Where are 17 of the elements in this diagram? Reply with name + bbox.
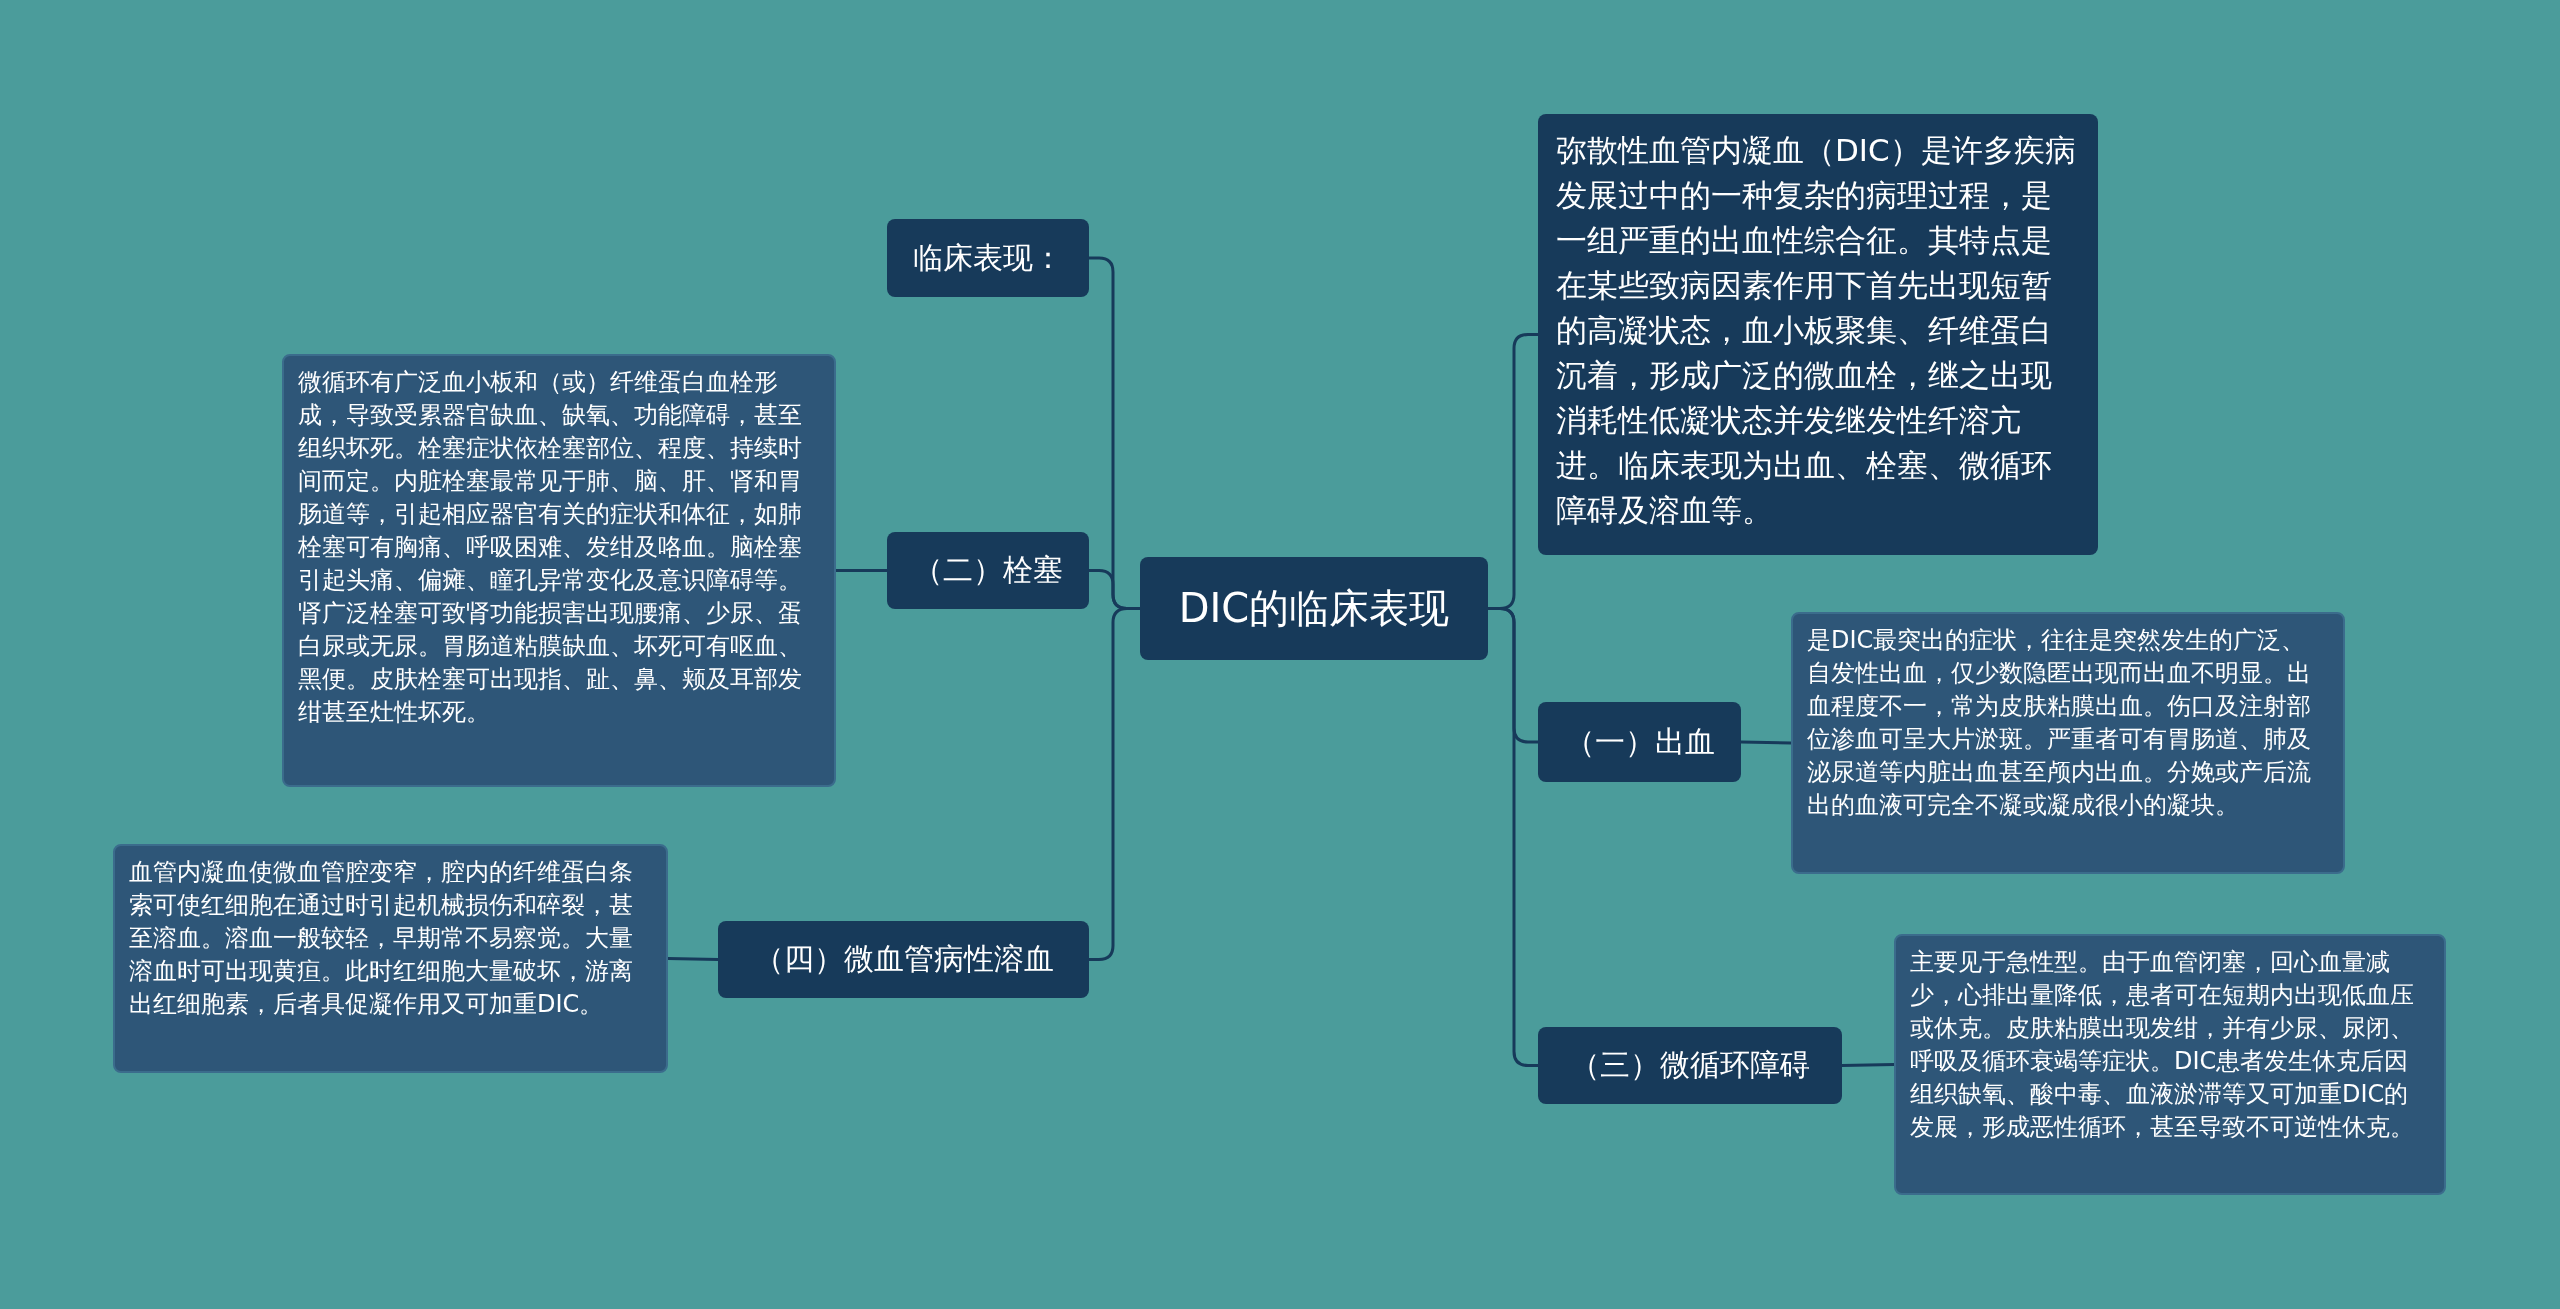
topic-box: 临床表现：	[887, 219, 1089, 297]
topic-box: （三）微循环障碍	[1538, 1027, 1842, 1104]
connector-line	[1089, 607, 1140, 961]
connector-line	[1488, 607, 1538, 1067]
description-box: 主要见于急性型。由于血管闭塞，回心血量减少，心排出量降低，患者可在短期内出现低血压或休克。皮肤粘膜出现发绀，并有少尿、尿闭、呼吸及循环衰竭等症状。DIC患者发生休克后因组织缺氧、酸中毒、血液淤滞等又可加重DIC的发展，形成恶性循环，甚至导致不可逆性休克。	[1894, 934, 2446, 1195]
topic-box: （一）出血	[1538, 702, 1741, 782]
connector-line	[1740, 740, 1792, 745]
central-topic-box: DIC的临床表现	[1140, 557, 1488, 660]
connector-line	[667, 957, 719, 961]
topic-box: （二）栓塞	[887, 532, 1089, 609]
description-box: 是DIC最突出的症状，往往是突然发生的广泛、自发性出血，仅少数隐匿出现而出血不明显。出血程度不一，常为皮肤粘膜出血。伤口及注射部位渗血可呈大片淤斑。严重者可有胃肠道、肺及泌尿道等内脏出血甚至颅内出血。分娩或产后流出的血液可完全不凝或凝成很小的凝块。	[1791, 612, 2345, 874]
description-box: 弥散性血管内凝血（DIC）是许多疾病发展过中的一种复杂的病理过程，是一组严重的出血性综合征。其特点是在某些致病因素作用下首先出现短暂的高凝状态，血小板聚集、纤维蛋白沉着，形成广泛的微血栓，继之出现消耗性低凝状态并发继发性纤溶亢进。临床表现为出血、栓塞、微循环障碍及溶血等。	[1538, 114, 2098, 555]
topic-box: （四）微血管病性溶血	[718, 921, 1089, 998]
description-box: 微循环有广泛血小板和（或）纤维蛋白血栓形成，导致受累器官缺血、缺氧、功能障碍，甚至组织坏死。栓塞症状依栓塞部位、程度、持续时间而定。内脏栓塞最常见于肺、脑、肝、肾和胃肠道等，引起相应器官有关的症状和体征，如肺栓塞可有胸痛、呼吸困难、发绀及咯血。脑栓塞引起头痛、偏瘫、瞳孔异常变化及意识障碍等。肾广泛栓塞可致肾功能损害出现腰痛、少尿、蛋白尿或无尿。胃肠道粘膜缺血、坏死可有呕血、黑便。皮肤栓塞可出现指、趾、鼻、颊及耳部发绀甚至灶性坏死。	[282, 354, 836, 787]
connector-line	[836, 569, 887, 572]
description-box: 血管内凝血使微血管腔变窄，腔内的纤维蛋白条索可使红细胞在通过时引起机械损伤和碎裂，甚至溶血。溶血一般较轻，早期常不易察觉。大量溶血时可出现黄疸。此时红细胞大量破坏，游离出红细胞素，后者具促凝作用又可加重DIC。	[113, 844, 668, 1073]
connector-line	[1841, 1063, 1895, 1067]
